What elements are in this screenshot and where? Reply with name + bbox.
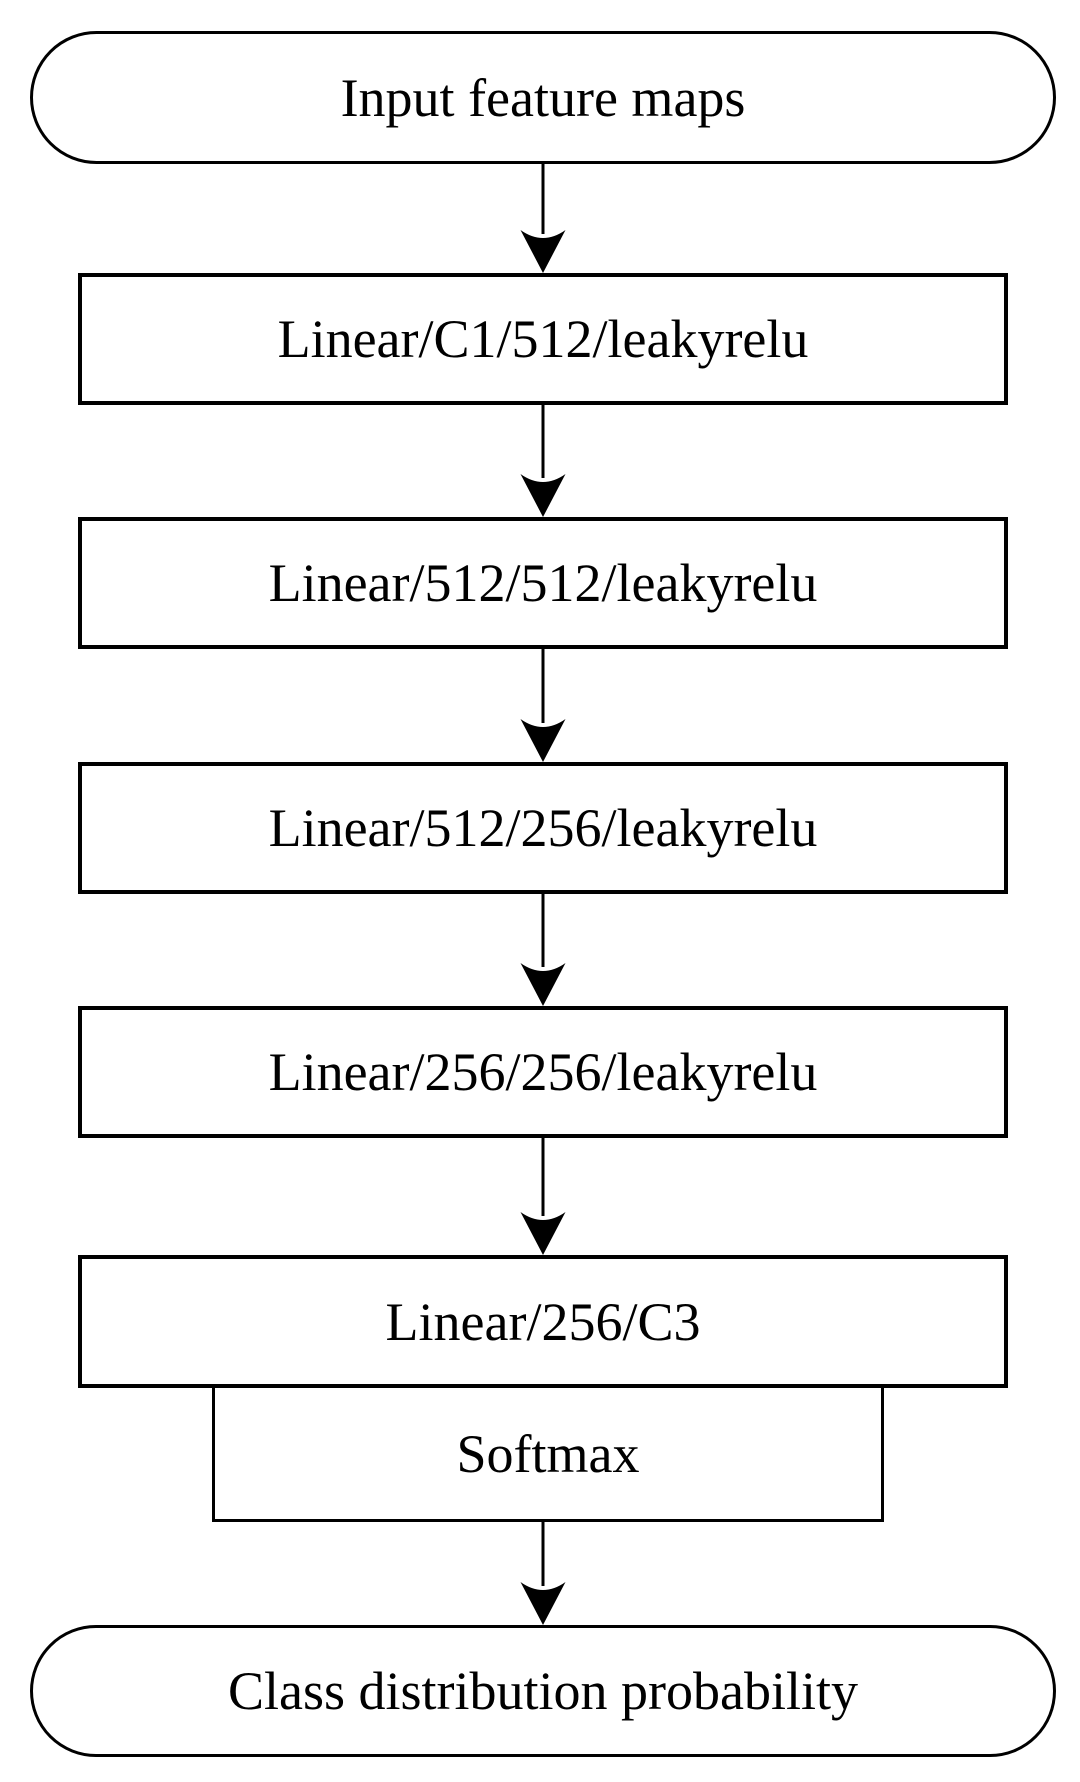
node-linear-256-256: Linear/256/256/leakyrelu (78, 1006, 1008, 1138)
arrow-down-icon (520, 649, 566, 762)
arrow-down-icon (520, 164, 566, 273)
node-label: Linear/256/C3 (385, 1291, 701, 1352)
node-input-feature-maps: Input feature maps (30, 31, 1056, 164)
flow-arrow-4 (513, 894, 573, 1006)
node-linear-512-512: Linear/512/512/leakyrelu (78, 517, 1008, 649)
node-label: Linear/C1/512/leakyrelu (277, 309, 809, 369)
arrow-down-icon (520, 1522, 566, 1625)
arrow-down-icon (520, 405, 566, 517)
flow-arrow-2 (513, 405, 573, 517)
flow-arrow-6 (513, 1522, 573, 1625)
node-class-distribution-probability: Class distribution probability (30, 1625, 1056, 1757)
node-linear-256-c3: Linear/256/C3 (78, 1255, 1008, 1388)
node-label: Linear/512/256/leakyrelu (268, 798, 818, 858)
node-label: Linear/512/512/leakyrelu (268, 553, 818, 613)
node-label: Class distribution probability (228, 1661, 858, 1721)
flow-arrow-1 (513, 164, 573, 273)
node-label: Input feature maps (340, 67, 746, 128)
arrow-down-icon (520, 1138, 566, 1255)
flow-arrow-5 (513, 1138, 573, 1255)
arrow-down-icon (520, 894, 566, 1006)
node-linear-512-256: Linear/512/256/leakyrelu (78, 762, 1008, 894)
node-linear-c1-512: Linear/C1/512/leakyrelu (78, 273, 1008, 405)
node-softmax: Softmax (212, 1384, 884, 1522)
node-label: Softmax (456, 1423, 640, 1484)
node-label: Linear/256/256/leakyrelu (268, 1042, 818, 1102)
flow-arrow-3 (513, 649, 573, 762)
